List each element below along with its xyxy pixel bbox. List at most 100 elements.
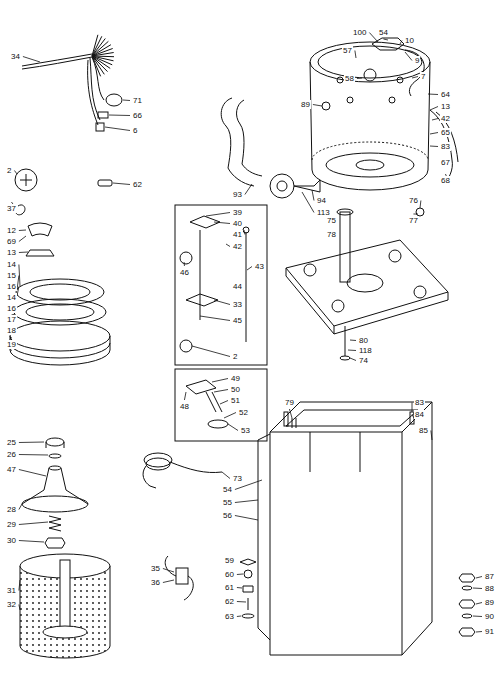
callout-number: 9	[414, 56, 420, 65]
callout-number: 19	[6, 340, 17, 349]
callout-number: 71	[132, 96, 143, 105]
callout-number: 73	[232, 474, 243, 483]
leader-line	[19, 236, 26, 242]
callout-number: 42	[440, 114, 451, 123]
callout-number: 16	[6, 304, 17, 313]
callout-number: 51	[230, 396, 241, 405]
callout-number: 62	[224, 597, 235, 606]
callout-number: 100	[352, 28, 367, 37]
leader-line	[412, 403, 413, 413]
callout-number: 89	[300, 100, 311, 109]
callout-number: 16	[6, 282, 17, 291]
wash-basket	[20, 554, 110, 658]
callout-number: 50	[230, 385, 241, 394]
callout-number: 87	[484, 572, 495, 581]
callout-number: 25	[6, 438, 17, 447]
callout-number: 62	[132, 180, 143, 189]
leader-line	[348, 350, 356, 352]
leader-line	[228, 424, 238, 431]
leader-line	[312, 190, 314, 201]
leader-line	[222, 472, 230, 479]
callout-number: 61	[224, 583, 235, 592]
leader-line	[428, 94, 438, 96]
wire-end	[92, 49, 113, 57]
leader-line	[357, 78, 362, 80]
ring-stack	[10, 223, 110, 365]
callout-number: 60	[224, 570, 235, 579]
leader-line	[476, 631, 482, 633]
callout-number: 37	[6, 204, 17, 213]
callout-number: 15	[6, 271, 17, 280]
leader-line	[430, 146, 438, 148]
callout-number: 34	[10, 52, 21, 61]
callout-number: 76	[408, 196, 419, 205]
leader-line	[237, 587, 242, 589]
callout-number: 13	[6, 248, 17, 257]
leader-line	[200, 316, 230, 321]
callout-number: 17	[6, 315, 17, 324]
callout-number: 36	[150, 578, 161, 587]
callout-number: 55	[222, 498, 233, 507]
leader-line	[247, 267, 252, 271]
callout-number: 85	[418, 426, 429, 435]
leader-line	[23, 57, 40, 63]
callout-number: 68	[440, 176, 451, 185]
leader-line	[163, 580, 174, 583]
callout-number: 44	[232, 282, 243, 291]
leader-line	[244, 230, 246, 235]
leader-line	[383, 39, 388, 40]
callout-number: 59	[224, 556, 235, 565]
callout-number: 118	[358, 346, 373, 355]
callout-number: 65	[440, 128, 451, 137]
leader-line	[405, 52, 412, 61]
callout-number: 29	[6, 520, 17, 529]
callout-number: 28	[6, 505, 17, 514]
leader-line	[220, 401, 228, 405]
leader-line	[19, 442, 44, 444]
group-frames	[175, 205, 267, 441]
callout-number: 74	[358, 356, 369, 365]
wire-end	[92, 53, 114, 57]
leader-line	[302, 192, 314, 213]
callout-number: 13	[440, 102, 451, 111]
leader-line	[400, 41, 402, 45]
callout-number: 12	[6, 226, 17, 235]
outer-tub	[310, 38, 458, 190]
callout-number: 31	[6, 586, 17, 595]
leader-line	[14, 171, 17, 175]
callout-number: 26	[6, 450, 17, 459]
leader-line	[19, 522, 48, 525]
callout-number: 94	[316, 196, 327, 205]
callout-number: 42	[232, 242, 243, 251]
leader-line	[289, 409, 292, 418]
callout-number: 84	[414, 410, 425, 419]
cabinet	[258, 402, 432, 655]
leader-line	[350, 340, 356, 342]
callout-number: 2	[6, 166, 12, 175]
leader-line	[214, 300, 230, 305]
leader-line	[237, 574, 243, 576]
callout-number: 7	[420, 72, 426, 81]
callout-number: 49	[230, 374, 241, 383]
leader-line	[369, 33, 378, 43]
leader-line	[224, 413, 236, 419]
leader-line	[19, 470, 46, 477]
callout-number: 64	[440, 90, 451, 99]
callout-number: 14	[6, 260, 17, 269]
callout-number: 46	[179, 268, 190, 277]
leader-line	[313, 105, 322, 107]
cord-switch-fasteners	[143, 418, 475, 636]
leader-line	[19, 454, 48, 456]
leader-line	[245, 184, 252, 195]
leader-line	[17, 287, 19, 297]
callout-number: 32	[6, 600, 17, 609]
callout-number: 30	[6, 536, 17, 545]
callout-number: 14	[6, 293, 17, 302]
callout-number: 93	[232, 190, 243, 199]
leader-line	[206, 213, 230, 217]
leader-line	[432, 119, 438, 121]
callout-number: 69	[6, 237, 17, 246]
callout-number: 53	[240, 426, 251, 435]
leader-line	[105, 127, 130, 131]
